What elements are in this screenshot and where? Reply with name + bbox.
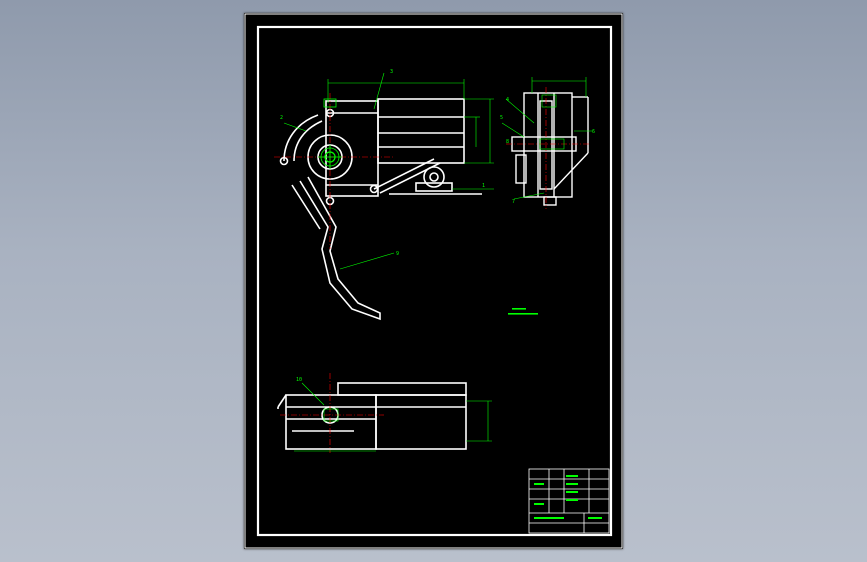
cad-drawing: 1 2 3 9 4 5 6 7 8 xyxy=(244,13,623,549)
callout-6: 6 xyxy=(592,129,595,135)
callout-4: 4 xyxy=(506,97,509,103)
callout-7: 7 xyxy=(512,199,515,205)
outer-frame xyxy=(244,13,623,549)
top-dimensions xyxy=(294,382,492,452)
technical-note xyxy=(508,308,538,315)
callout-3: 3 xyxy=(390,69,393,75)
inner-frame xyxy=(256,25,613,537)
side-centerline xyxy=(506,87,590,209)
side-dimensions xyxy=(501,77,592,200)
callout-8: 8 xyxy=(506,139,509,145)
callout-2: 2 xyxy=(280,115,283,121)
title-block-marks xyxy=(534,475,602,519)
front-green-hub xyxy=(318,98,342,169)
front-dimensions xyxy=(283,72,494,270)
top-view xyxy=(277,382,467,450)
callout-5: 5 xyxy=(500,115,503,121)
callout-1: 1 xyxy=(482,183,485,189)
drawing-sheet: 1 2 3 9 4 5 6 7 8 xyxy=(244,13,623,549)
front-centerlines xyxy=(274,93,394,249)
top-centerline xyxy=(280,373,384,453)
front-view xyxy=(279,98,482,321)
callout-9: 9 xyxy=(396,251,399,257)
callout-10: 10 xyxy=(296,377,302,383)
